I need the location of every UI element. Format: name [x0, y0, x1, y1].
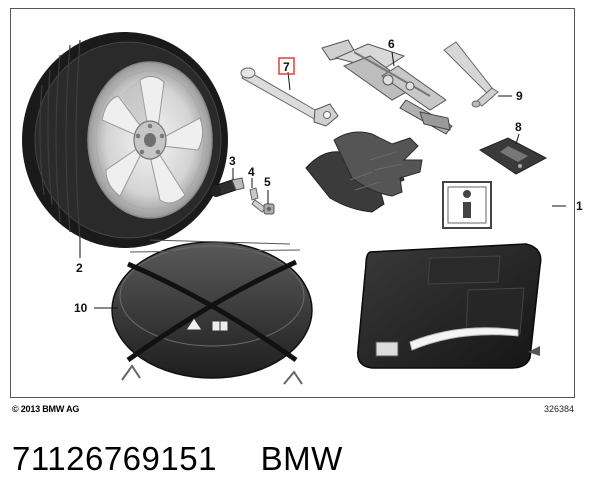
part-number: 71126769151: [12, 440, 217, 477]
callout-4: 4: [248, 165, 255, 179]
callout-7: 7: [283, 60, 290, 74]
leader-lines: [79, 51, 566, 309]
valve-washer: [249, 187, 267, 213]
valve-nut: [263, 203, 275, 215]
spare-wheel: [22, 32, 228, 248]
brand-name: BMW: [260, 440, 343, 477]
callout-9: 9: [516, 89, 523, 103]
info-icon: [442, 181, 492, 229]
callout-3: 3: [229, 154, 236, 168]
work-gloves: [305, 131, 423, 213]
valve: [211, 177, 245, 197]
warning-triangle-icon: [185, 317, 203, 331]
jack-bracket: [478, 137, 548, 175]
image-number: 326384: [543, 404, 574, 414]
wheel-bag: [111, 239, 313, 385]
copyright-notice: © 2013 BMW AG: [12, 404, 80, 414]
callout-2: 2: [76, 261, 83, 275]
jack-crank-handle: [443, 41, 499, 108]
callout-7-highlight: [278, 57, 295, 75]
parts-diagram: 1 2 3 4 5 6 7 9 8 10: [22, 32, 583, 385]
scissor-jack: [321, 39, 453, 135]
part-info: 71126769151 BMW: [12, 440, 343, 478]
callout-10: 10: [74, 301, 88, 315]
wheel-wrench: [240, 67, 339, 127]
callout-6: 6: [388, 37, 395, 51]
callout-8: 8: [515, 120, 522, 134]
callout-1: 1: [576, 199, 583, 213]
tool-case: [357, 243, 542, 369]
callout-5: 5: [264, 175, 271, 189]
